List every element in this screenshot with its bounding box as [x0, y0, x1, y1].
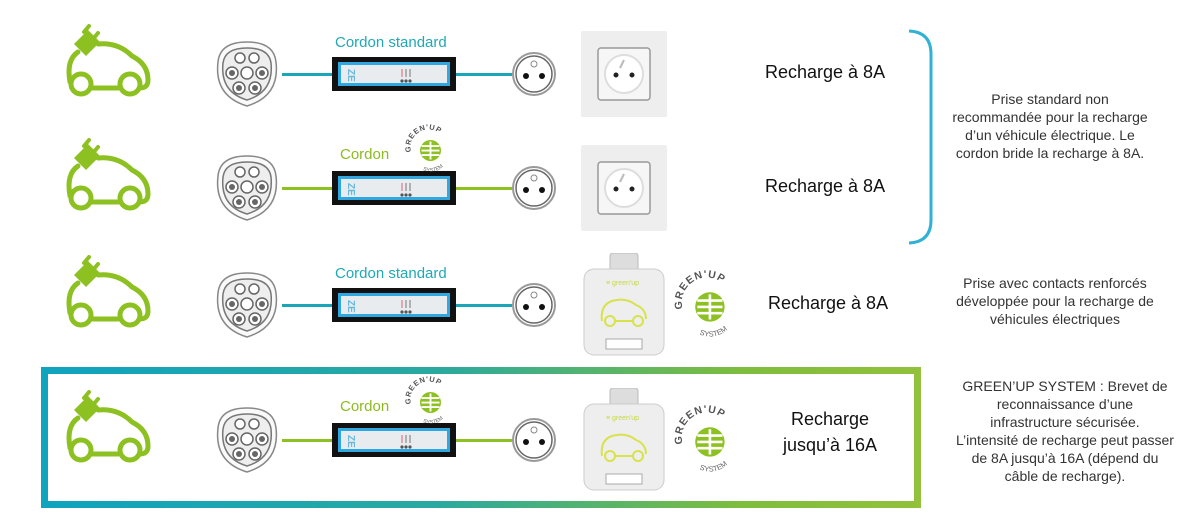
- svg-text:SYSTEM: SYSTEM: [699, 324, 729, 339]
- cable-control-box: ZE: [332, 288, 456, 322]
- electric-car-icon: [66, 390, 151, 463]
- electric-car-icon: [66, 255, 151, 328]
- ze-brand-label: ZE: [345, 435, 356, 448]
- cable-label: Cordon standard: [335, 265, 447, 282]
- greenup-socket-description: Prise avec contacts renforcés développée…: [956, 275, 1154, 327]
- schuko-plug-icon: [512, 52, 556, 96]
- greenup-socket-icon: ≡ green'up: [583, 388, 665, 491]
- ze-brand-label: ZE: [345, 183, 356, 196]
- status-leds-icon: [400, 183, 412, 197]
- type2-connector-icon: [216, 407, 278, 473]
- ze-brand-label: ZE: [345, 300, 356, 313]
- standard-socket-description: Prise standard non recommandée pour la r…: [952, 91, 1148, 161]
- greenup-system-highlight-frame: [41, 367, 921, 508]
- svg-text:≡ green'up: ≡ green'up: [606, 280, 639, 287]
- status-leds-icon: [400, 69, 412, 83]
- schuko-plug-icon: [512, 418, 556, 462]
- greenup-cable-logo-icon: GREEN'UP SYSTEM: [403, 122, 444, 173]
- cable-label: Cordon standard: [335, 34, 447, 51]
- status-leds-icon: [400, 300, 412, 314]
- greenup-system-description: GREEN’UP SYSTEM : Brevet de reconnaissan…: [956, 378, 1174, 484]
- greenup-socket-logo-icon: GREEN'UP SYSTEM: [673, 268, 729, 339]
- greenup-cable-logo-icon: GREEN'UP SYSTEM: [403, 374, 444, 425]
- svg-text:SYSTEM: SYSTEM: [699, 459, 729, 474]
- cable-label: Cordon: [340, 146, 390, 163]
- standard-wall-socket-icon: [581, 145, 667, 231]
- schuko-plug-icon: [512, 283, 556, 327]
- cable-control-box: ZE: [332, 423, 456, 457]
- recharge-rate-label: Recharge à 8A: [765, 176, 886, 196]
- cable-label: Cordon: [340, 398, 390, 415]
- svg-text:SYSTEM: SYSTEM: [422, 415, 444, 425]
- recharge-rate-label: Recharge à 8A: [765, 62, 886, 82]
- schuko-plug-icon: [512, 166, 556, 210]
- recharge-rate-label: Recharge à 8A: [768, 293, 889, 313]
- cable-control-box: ZE: [332, 171, 456, 205]
- greenup-socket-icon: ≡ green'up: [583, 253, 665, 356]
- cable-control-box: ZE: [332, 57, 456, 91]
- type2-connector-icon: [216, 272, 278, 338]
- ze-brand-label: ZE: [345, 69, 356, 82]
- svg-text:≡ green'up: ≡ green'up: [606, 415, 639, 422]
- electric-car-icon: [66, 138, 151, 211]
- type2-connector-icon: [216, 155, 278, 221]
- grouping-bracket: [908, 29, 933, 245]
- standard-wall-socket-icon: [581, 31, 667, 117]
- type2-connector-icon: [216, 41, 278, 107]
- electric-car-icon: [66, 24, 151, 97]
- svg-text:SYSTEM: SYSTEM: [422, 163, 444, 173]
- status-leds-icon: [400, 435, 412, 449]
- greenup-socket-logo-icon: GREEN'UP SYSTEM: [673, 403, 729, 474]
